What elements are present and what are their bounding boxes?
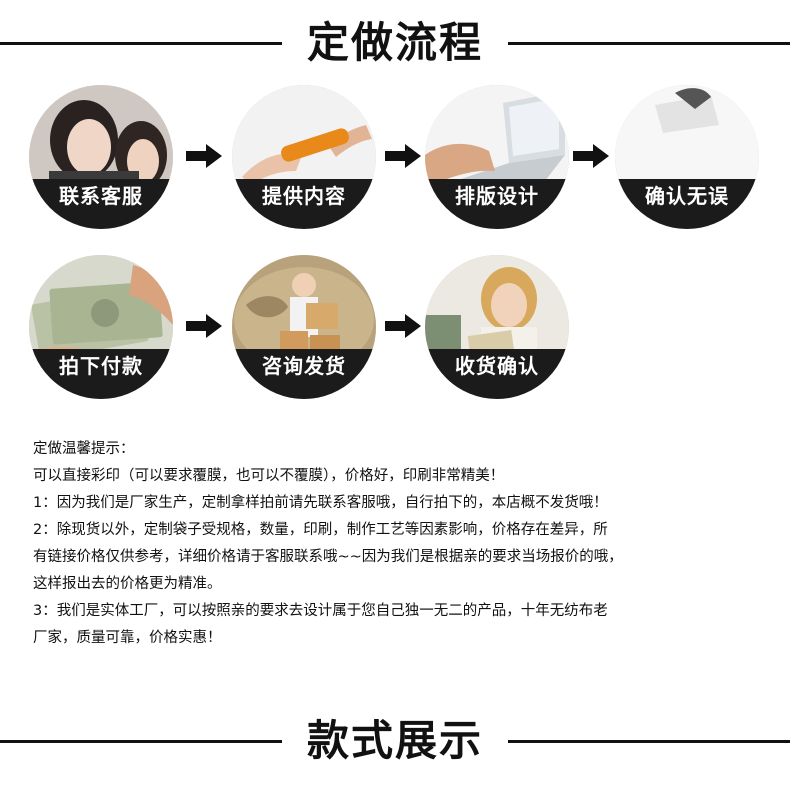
showcase-heading: 款式展示 (0, 706, 790, 776)
step-pay: 拍下付款 (29, 255, 173, 399)
arrow-right-icon (385, 314, 421, 338)
showcase-title: 款式展示 (306, 716, 483, 765)
tips-line: 这样报出去的价格更为精准。 (33, 576, 222, 592)
step-confirm: 确认无误 (615, 85, 759, 229)
custom-order-tips: 定做温馨提示： 可以直接彩印（可以要求覆膜，也可以不覆膜），价格好，印刷非常精美… (33, 436, 763, 652)
arrow-right-icon (186, 314, 222, 338)
process-heading: 定做流程 (0, 8, 790, 78)
arrow-right-icon (573, 144, 609, 168)
heading-rule-left (0, 740, 282, 743)
tips-title: 定做温馨提示： (33, 441, 135, 457)
step-contact-service: 联系客服 (29, 85, 173, 229)
step-label: 排版设计 (455, 184, 539, 208)
step-label: 联系客服 (59, 184, 143, 208)
arrow-right-icon (385, 144, 421, 168)
tips-line: 厂家，质量可靠，价格实惠！ (33, 630, 222, 646)
tips-line: 可以直接彩印（可以要求覆膜，也可以不覆膜），价格好，印刷非常精美！ (33, 468, 505, 484)
step-label: 拍下付款 (59, 354, 143, 378)
step-layout-design: 排版设计 (425, 85, 569, 229)
tips-line: 1：因为我们是厂家生产，定制拿样拍前请先联系客服哦，自行拍下的，本店概不发货哦！ (33, 495, 608, 511)
step-label: 收货确认 (455, 354, 539, 378)
step-label: 咨询发货 (262, 354, 346, 378)
heading-rule-right (508, 42, 790, 45)
process-title: 定做流程 (306, 18, 483, 67)
step-label: 确认无误 (645, 184, 729, 208)
tips-line: 3：我们是实体工厂，可以按照亲的要求去设计属于您自己独一无二的产品，十年无纺布老 (33, 603, 608, 619)
tips-line: 2：除现货以外，定制袋子受规格，数量，印刷，制作工艺等因素影响，价格存在差异，所 (33, 522, 608, 538)
step-provide-content: 提供内容 (232, 85, 376, 229)
tips-line: 有链接价格仅供参考，详细价格请于客服联系哦~~因为我们是根据亲的要求当场报价的哦… (33, 549, 623, 565)
arrow-right-icon (186, 144, 222, 168)
step-label: 提供内容 (262, 184, 346, 208)
heading-rule-left (0, 42, 282, 45)
step-delivery-inquiry: 咨询发货 (232, 255, 376, 399)
heading-rule-right (508, 740, 790, 743)
step-receive-confirm: 收货确认 (425, 255, 569, 399)
